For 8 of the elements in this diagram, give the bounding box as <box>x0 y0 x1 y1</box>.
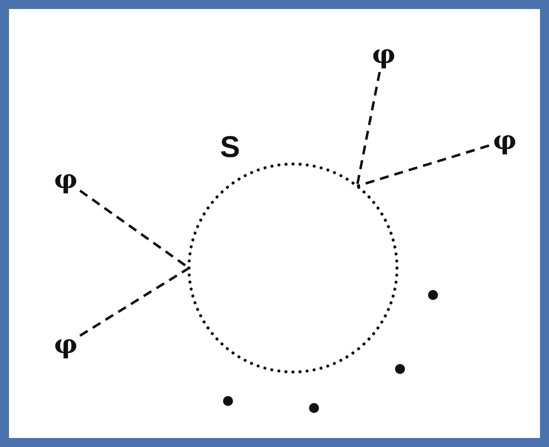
field-label: φ <box>54 330 76 360</box>
circle-label: S <box>220 132 240 164</box>
dashed-line <box>79 266 190 337</box>
field-label: φ <box>493 126 515 156</box>
dashed-line <box>356 144 490 188</box>
field-label: φ <box>54 165 76 195</box>
field-label: φ <box>372 40 394 70</box>
dashed-line <box>356 72 381 186</box>
